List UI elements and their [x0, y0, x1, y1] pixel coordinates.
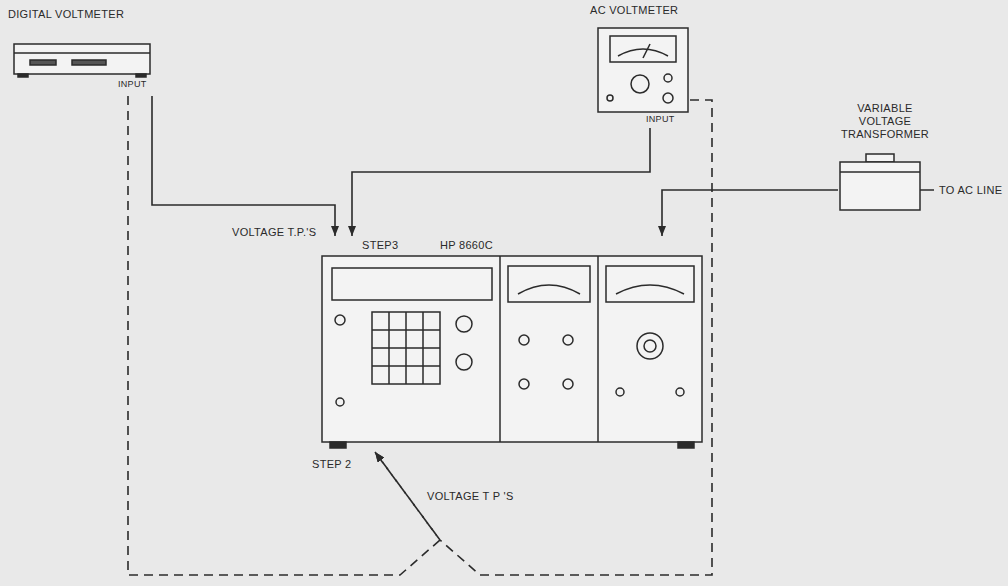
step-label: STEP3 [360, 239, 400, 252]
transformer-edge [840, 171, 920, 173]
connector-label: VOLTAGE T P 'S [425, 490, 516, 503]
equipment-label: HP 8660C [440, 239, 493, 252]
hp-knob [336, 398, 344, 406]
hp-keypad [372, 312, 440, 384]
hp-foot [330, 442, 346, 448]
equipment-label: AC VOLTMETER [590, 4, 678, 17]
hp-foot [678, 442, 694, 448]
hp-meter [508, 266, 590, 302]
acvm-needle [643, 44, 650, 58]
equipment-node: AC VOLTMETER INPUT [588, 4, 690, 128]
acvm-knob [631, 75, 649, 93]
hp-divider [597, 256, 599, 442]
hp-divider [499, 256, 501, 442]
test-lead [662, 190, 838, 236]
hp-knob [335, 315, 345, 325]
hp-jack [519, 379, 529, 389]
hp-body [322, 256, 702, 442]
acvm-button [664, 74, 672, 82]
dashed-test-lead [375, 100, 712, 575]
transformer-symbol [840, 154, 934, 210]
hp-meter-scale [616, 285, 684, 294]
hp-jack [676, 388, 684, 396]
line-label: TO AC LINE [937, 184, 1004, 197]
hp-jack [563, 335, 573, 345]
input-label: INPUT [646, 113, 675, 126]
test-lead [152, 96, 335, 236]
input-label: INPUT [118, 78, 147, 91]
hp-knob [637, 333, 663, 359]
ac-line-wire [920, 189, 934, 191]
digital-voltmeter-symbol [14, 44, 150, 77]
hp-knob [644, 340, 656, 352]
hp-display [332, 268, 492, 300]
equipment-node: HP 8660C [318, 236, 704, 452]
hp-knob [456, 354, 472, 370]
transformer-body [840, 162, 920, 210]
hp-meter [606, 266, 694, 302]
connector-label: VOLTAGE T.P.'S [230, 226, 318, 239]
equipment-label: DIGITAL VOLTMETER [8, 8, 124, 21]
hp-keypad-grid [372, 312, 440, 384]
dvm-edge [14, 52, 150, 54]
test-lead [352, 128, 650, 236]
dvm-foot [18, 74, 28, 77]
dvm-display [30, 60, 56, 65]
acvm-jack [607, 95, 613, 101]
hp-knob [456, 316, 472, 332]
hp-8660c-symbol [322, 256, 702, 448]
hp-jack [616, 388, 624, 396]
dvm-body [14, 44, 150, 74]
acvm-scale [618, 49, 668, 56]
hp-jack [563, 379, 573, 389]
dashed-test-lead [128, 96, 440, 575]
acvm-button [663, 93, 673, 103]
hp-meter-scale [518, 285, 580, 294]
ac-voltmeter-symbol [598, 28, 688, 112]
transformer-handle [866, 154, 894, 162]
dvm-display [72, 60, 106, 65]
acvm-meter [610, 36, 676, 62]
acvm-body [598, 28, 688, 112]
hp-jack [519, 335, 529, 345]
equipment-node: DIGITAL VOLTMETER INPUT [8, 8, 160, 96]
dvm-foot [136, 74, 146, 77]
step-label: STEP 2 [310, 458, 354, 471]
equipment-node: VARIABLE VOLTAGE TRANSFORMER [838, 98, 932, 212]
equipment-label: VARIABLE VOLTAGE TRANSFORMER [840, 102, 930, 141]
